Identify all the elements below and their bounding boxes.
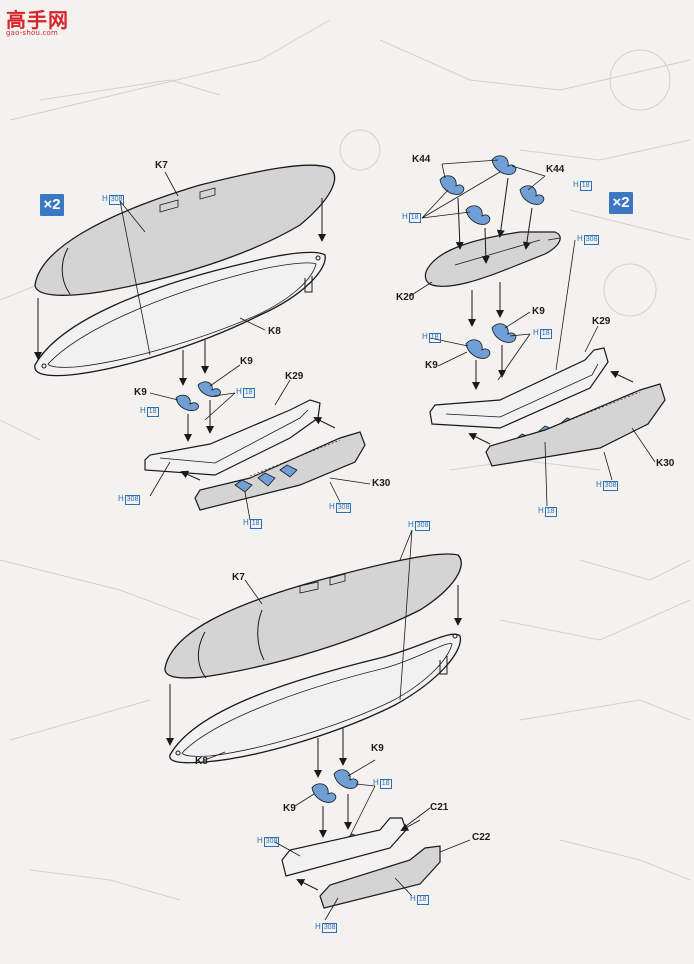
label-k9: K9: [134, 387, 147, 398]
k44-blue-parts: [439, 155, 545, 225]
logo-sub-text: gao-shou.com: [6, 29, 59, 37]
label-k44: K44: [546, 164, 565, 175]
label-c21: C21: [430, 802, 449, 813]
k30-pylon-body: [194, 431, 366, 511]
label-k30: K30: [656, 458, 675, 469]
label-k9: K9: [371, 743, 384, 754]
k29-pylon-frame-b: [429, 347, 609, 429]
label-k29: K29: [285, 371, 304, 382]
label-k8: K8: [195, 756, 208, 767]
k7-upper-half: [34, 164, 336, 296]
quantity-badge-right: ×2: [609, 192, 633, 214]
quantity-badge-left: ×2: [40, 194, 64, 216]
c21-part: [281, 817, 407, 877]
label-k20: K20: [396, 292, 415, 303]
c22-part: [319, 845, 441, 909]
label-k7: K7: [155, 160, 168, 171]
background-faint-drawings: [0, 19, 691, 901]
k7-panel-marks: [159, 187, 216, 213]
logo-main-text: 高手网: [6, 8, 69, 32]
k8-lower-half-c: [169, 633, 462, 764]
k8-rear-stub: [304, 276, 313, 293]
label-k9: K9: [532, 306, 545, 317]
k29-pylon-frame: [144, 399, 321, 476]
k8-lower-half: [34, 251, 326, 377]
k9-blue-parts-a: [175, 381, 298, 493]
label-k9: K9: [283, 803, 296, 814]
label-k9: K9: [425, 360, 438, 371]
section-a-tank: [34, 164, 371, 521]
watermark-logo: 高手网 gao-shou.com: [4, 4, 74, 38]
k7-nose-line: [61, 247, 71, 295]
label-k29: K29: [592, 316, 611, 327]
label-k9: K9: [240, 356, 253, 367]
label-c22: C22: [472, 832, 491, 843]
k30-pylon-body-b: [485, 383, 666, 467]
section-b-pylon: [409, 155, 666, 507]
label-k7: K7: [232, 572, 245, 583]
section-c-tank: [164, 529, 471, 921]
label-k44: K44: [412, 154, 431, 165]
label-k8: K8: [268, 326, 281, 337]
label-k30: K30: [372, 478, 391, 489]
